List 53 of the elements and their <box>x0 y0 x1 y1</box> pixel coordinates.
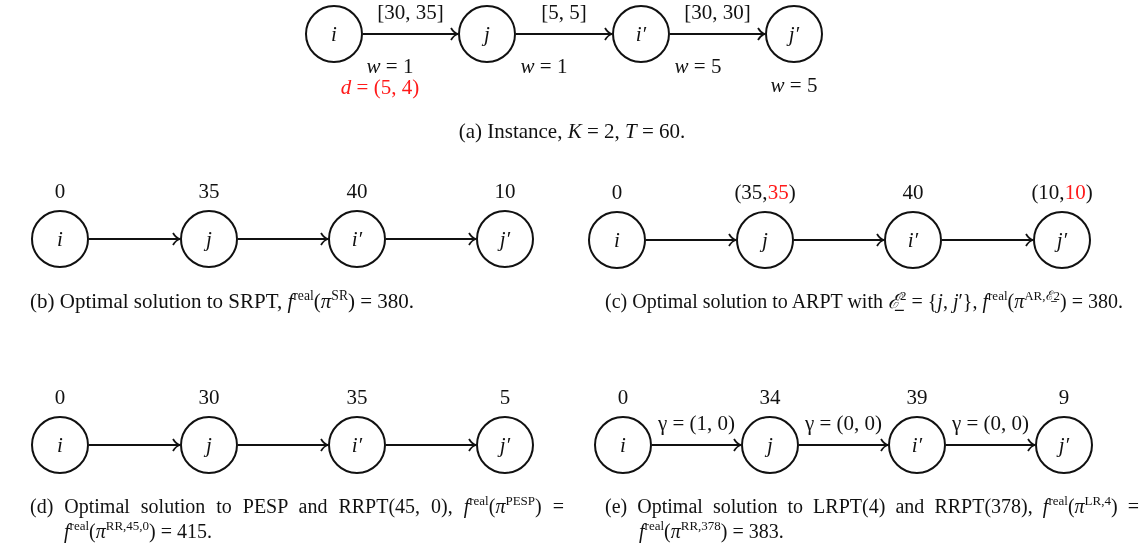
edge-label: [5, 5] <box>540 2 588 23</box>
annotation: w = 5 <box>673 54 723 80</box>
time-value: 40 <box>902 182 924 203</box>
time-value: 34 <box>759 387 781 408</box>
subfigure-caption: (d) Optimal solution to PESP and RRPT(45, 0), f$^{real}$(π$^{PESP}$) = f$^{real}$(π$^{RR,45,0}$) = 415. <box>30 493 564 543</box>
node-label: j <box>762 229 768 251</box>
node-label: j <box>484 23 490 45</box>
time-value: 0 <box>617 387 629 408</box>
edge-label: γ = (0, 0) <box>803 413 884 434</box>
time-value: (35,35) <box>734 182 796 203</box>
time-value: 5 <box>499 387 511 408</box>
node-label: j′ <box>1058 434 1070 456</box>
edge-label: γ = (0, 0) <box>950 413 1031 434</box>
subfigure-caption: (a) Instance, K = 2, T = 60. <box>457 119 687 145</box>
node-circle <box>612 5 670 63</box>
time-value: 0 <box>54 181 66 202</box>
node-label: j′ <box>499 228 511 250</box>
node-label: i′ <box>351 228 363 250</box>
node-label: i <box>331 23 337 45</box>
edge-label: [30, 35] <box>376 2 445 23</box>
subfigure-caption: (e) Optimal solution to LRPT(4) and RRPT(378), f$^{real}$(π$^{LR,4}$) = f$^{real}$(π$^{RR,378}$) = 383. <box>605 493 1139 543</box>
node-label: i <box>57 228 63 250</box>
time-value: 0 <box>611 182 623 203</box>
node-label: j <box>206 434 212 456</box>
node-label: j <box>206 228 212 250</box>
node-label: i′ <box>911 434 923 456</box>
time-value: 10 <box>494 181 516 202</box>
time-value: 40 <box>346 181 368 202</box>
node-circle <box>458 5 516 63</box>
node-label: i′ <box>907 229 919 251</box>
time-value: 9 <box>1058 387 1070 408</box>
time-value: 30 <box>198 387 220 408</box>
node-label: i′ <box>635 23 647 45</box>
node-label: j′ <box>788 23 800 45</box>
node-label: j <box>767 434 773 456</box>
node-label: i <box>620 434 626 456</box>
edge-label: γ = (1, 0) <box>656 413 737 434</box>
time-value: 0 <box>54 387 66 408</box>
node-label: i <box>57 434 63 456</box>
node-circle <box>305 5 363 63</box>
node-label: j′ <box>499 434 511 456</box>
node-annotation: w = 5 <box>770 75 818 96</box>
annotation: w = 1 <box>519 54 569 80</box>
subfigure-caption: (b) Optimal solution to SRPT, f$^{real}$(π$^{SR}$) = 380. <box>30 288 416 315</box>
node-label: i <box>614 229 620 251</box>
node-label: i′ <box>351 434 363 456</box>
time-value: 39 <box>906 387 928 408</box>
node-label: j′ <box>1056 229 1068 251</box>
time-value: 35 <box>346 387 368 408</box>
time-value: (10,10) <box>1031 182 1093 203</box>
edge-label: [30, 30] <box>683 2 752 23</box>
time-value: 35 <box>198 181 220 202</box>
subfigure-caption: (c) Optimal solution to ARPT with ℰ̲$^{2}$ = {j, j′}, f$^{real}$(π$^{AR,ℰ̲2}$) = 380. <box>605 288 1124 313</box>
